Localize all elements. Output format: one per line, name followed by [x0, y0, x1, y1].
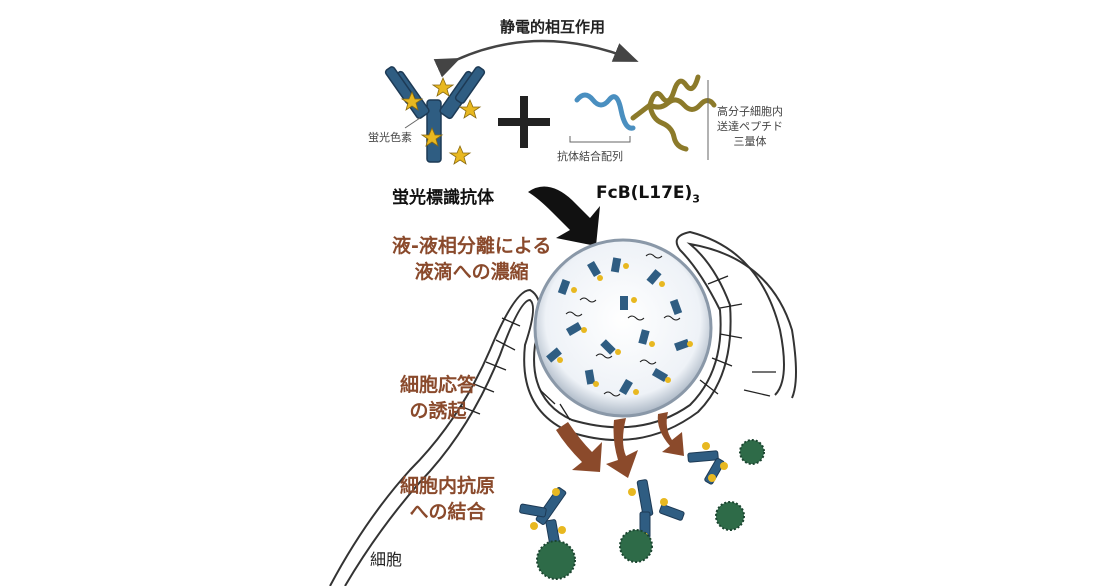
droplet	[533, 238, 713, 418]
response-label: 細胞応答 の誘起	[400, 372, 476, 424]
fcb-subscript: 3	[692, 192, 700, 206]
binding-bracket	[569, 136, 631, 143]
dye-label: 蛍光色素	[368, 131, 412, 144]
process-arrow	[528, 186, 600, 246]
antigen-icons	[536, 439, 765, 580]
antibody-label: 蛍光標識抗体	[392, 188, 494, 208]
droplet-antibodies	[546, 253, 693, 397]
response-line-1: 細胞応答	[400, 374, 477, 396]
dye-pointer	[404, 117, 421, 129]
release-arrows	[556, 412, 684, 478]
llps-line-2: 液滴への濃縮	[414, 261, 529, 283]
peptide-trimer-icon	[630, 74, 717, 152]
membrane-hatching	[459, 275, 776, 421]
binding-sequence-icon	[574, 92, 636, 131]
plus-icon	[498, 96, 550, 148]
dye-star-icons	[400, 76, 482, 165]
interaction-label: 静電的相互作用	[500, 18, 606, 36]
peptide-line-2: 送達ペプチド	[717, 120, 783, 133]
llps-line-1: 液-液相分離による	[392, 235, 552, 257]
antigen-binding-line-2: への結合	[409, 501, 486, 523]
llps-label: 液-液相分離による 液滴への濃縮	[392, 233, 551, 285]
peptide-line-1: 高分子細胞内	[717, 105, 783, 118]
cell-membrane	[329, 230, 785, 586]
peptide-line-3: 三量体	[733, 135, 767, 148]
fcb-label: FcB(L17E)3	[596, 183, 700, 205]
response-line-2: の誘起	[409, 400, 467, 422]
peptide-label: 高分子細胞内 送達ペプチド 三量体	[717, 104, 783, 149]
interaction-arrow	[433, 39, 639, 78]
antigen-binding-line-1: 細胞内抗原	[400, 475, 496, 497]
fcb-main: FcB(L17E)	[596, 183, 693, 203]
antibody-icon	[384, 66, 486, 163]
cell-label: 細胞	[370, 550, 403, 569]
binding-seq-label: 抗体結合配列	[557, 150, 623, 163]
antigen-binding-label: 細胞内抗原 への結合	[400, 473, 495, 525]
